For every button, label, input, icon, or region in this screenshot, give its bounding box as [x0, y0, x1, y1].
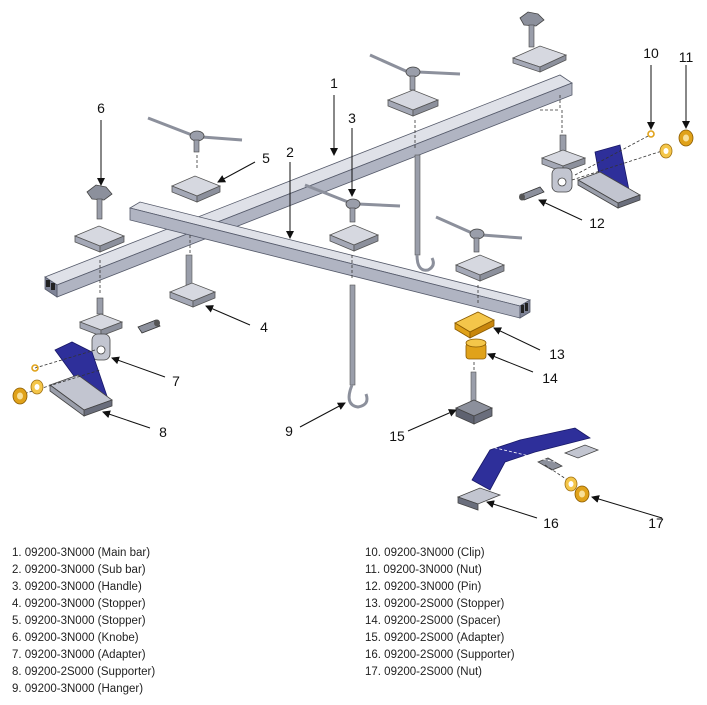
callout-4: 4: [260, 319, 268, 335]
callout-11: 11: [679, 49, 694, 65]
adapter-left: [78, 297, 124, 361]
parts-list-right: 10. 09200-3N000 (Clip) 11. 09200-3N000 (…: [365, 545, 515, 681]
adapter-right: [540, 134, 587, 193]
callout-13: 13: [549, 346, 565, 362]
callout-2: 2: [286, 144, 294, 160]
sub-bar: [128, 201, 532, 319]
washer-right: [659, 143, 673, 159]
supporter-right: [577, 144, 641, 209]
leader-5: [217, 161, 256, 183]
part-item: 16. 09200-2S000 (Supporter): [365, 649, 515, 661]
pin-left: [137, 319, 161, 334]
stopper-top-middle: [386, 89, 440, 117]
part-item: 15. 09200-2S000 (Adapter): [365, 632, 505, 644]
callout-3: 3: [348, 110, 356, 126]
part-item: 12. 09200-3N000 (Pin): [365, 581, 482, 593]
part-item: 13. 09200-2S000 (Stopper): [365, 598, 505, 610]
part-item: 4. 09200-3N000 (Stopper): [12, 598, 146, 610]
part-item: 14. 09200-2S000 (Spacer): [365, 615, 501, 627]
clip-left: [31, 364, 39, 372]
clip-right: [647, 130, 655, 138]
stopper-left: [73, 225, 126, 253]
leader-13: [493, 327, 541, 351]
part-item: 3. 09200-3N000 (Handle): [12, 581, 142, 593]
callout-6: 6: [97, 100, 105, 116]
leader-17: [591, 495, 663, 519]
callout-9: 9: [285, 423, 293, 439]
stopper-right-middle: [454, 254, 506, 282]
callout-8: 8: [159, 424, 167, 440]
callout-numbers: 1 2 3 4 5 6 7 8 9 10 11 12 13 14 15 16 1…: [97, 45, 693, 530]
callout-14: 14: [542, 370, 558, 386]
handle-middle: [304, 183, 401, 223]
washer-left: [30, 379, 44, 395]
leader-7: [111, 356, 166, 378]
stopper-5: [170, 175, 222, 203]
part-item: 7. 09200-3N000 (Adapter): [12, 649, 146, 661]
leader-16: [486, 500, 538, 519]
supporter-16: [456, 427, 600, 511]
pin-right: [519, 186, 545, 201]
part-item: 6. 09200-3N000 (Knobe): [12, 632, 139, 644]
leader-4: [205, 305, 251, 326]
handle-right-middle: [435, 215, 523, 253]
spacer-14: [465, 338, 487, 360]
stopper-13: [454, 311, 495, 339]
callout-17: 17: [648, 515, 664, 530]
hanger-9: [347, 284, 369, 409]
stopper-middle: [328, 224, 380, 252]
nut-17: [574, 485, 590, 503]
leader-9: [299, 402, 346, 428]
callout-5: 5: [262, 150, 270, 166]
nut-right: [678, 129, 694, 147]
stopper-4: [168, 254, 217, 308]
part-item: 5. 09200-3N000 (Stopper): [12, 615, 146, 627]
leader-lines: [97, 65, 690, 519]
leader-15: [407, 409, 457, 432]
part-item: 1. 09200-3N000 (Main bar): [12, 547, 151, 559]
callout-15: 15: [389, 428, 405, 444]
knob-top-right: [519, 11, 545, 48]
knob-left: [86, 184, 113, 220]
parts-list-left: 1. 09200-3N000 (Main bar) 2. 09200-3N000…: [12, 545, 155, 698]
part-item: 8. 09200-2S000 (Supporter): [12, 666, 156, 678]
leader-8: [102, 410, 151, 429]
part-item: 10. 09200-3N000 (Clip): [365, 547, 485, 559]
hanger-rod-top: [414, 154, 435, 272]
adapter-15: [455, 371, 493, 425]
callout-16: 16: [543, 515, 559, 530]
callout-1: 1: [330, 75, 338, 91]
leader-12: [538, 199, 583, 221]
part-item: 11. 09200-3N000 (Nut): [365, 564, 482, 576]
callout-10: 10: [643, 45, 659, 61]
handle-top-middle: [369, 53, 461, 91]
part-item: 9. 09200-3N000 (Hanger): [12, 683, 144, 695]
callout-12: 12: [589, 215, 605, 231]
part-item: 2. 09200-3N000 (Sub bar): [12, 564, 146, 576]
exploded-assembly-diagram: 1 2 3 4 5 6 7 8 9 10 11 12 13 14 15 16 1…: [12, 11, 694, 530]
nut-left: [12, 387, 28, 405]
callout-7: 7: [172, 373, 180, 389]
stopper-top-right: [511, 45, 568, 73]
part-item: 17. 09200-2S000 (Nut): [365, 666, 482, 678]
handle-left: [147, 116, 243, 153]
leader-14: [487, 352, 534, 373]
washer-16: [564, 476, 578, 492]
